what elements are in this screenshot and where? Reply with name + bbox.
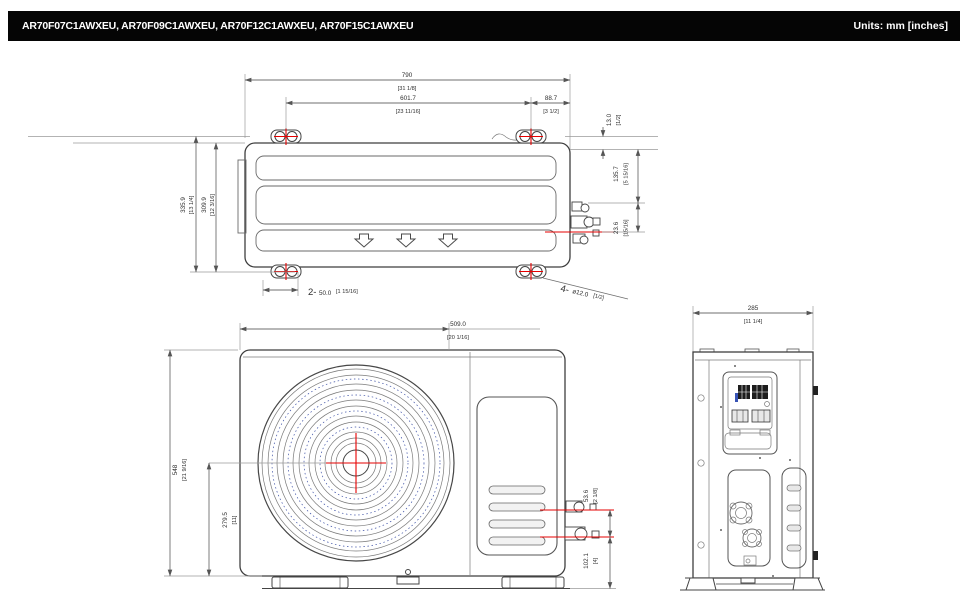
valve-assembly-top (570, 201, 601, 245)
note-slot-qty: 2- (308, 287, 316, 298)
dim-fan-in: [20 1/16] (447, 335, 469, 341)
mounting-feet (270, 128, 547, 280)
top-view: 790 [31 1/8] 601.7 [23 11/16] 88.7 [3 1/… (28, 72, 658, 302)
dim-depth-feet-mm: 309.9 (201, 197, 208, 213)
door-hinge-top (813, 386, 818, 395)
dim-overall-width-in: [31 1/8] (398, 86, 417, 92)
dim-pipe-upper-mm: 135.7 (613, 166, 620, 182)
dim-pipe-upper-in: [5 15/16] (624, 163, 630, 185)
door-hinge-bottom (813, 551, 818, 560)
screw-dots (720, 365, 791, 577)
note-hole-qty: 4- (559, 283, 570, 296)
valve-panel-side (727, 469, 771, 567)
dim-pipe-lower-mm: 23.6 (613, 221, 620, 234)
dim-depth-total-in: [13 1/4] (189, 195, 195, 214)
airflow-arrows (353, 233, 459, 248)
dim-edge-gap-in: [1/2] (616, 114, 622, 125)
fan-centerline (326, 433, 386, 493)
dim-depth-in: [11 1/4] (744, 319, 763, 325)
dim-edge-gap-mm: 13.0 (606, 113, 613, 126)
dim-fan-mm: 509.0 (450, 321, 466, 328)
terminal-blue-mark (735, 393, 738, 402)
note-slot-in: [1 15/16] (336, 289, 358, 295)
dim-depth-total-mm: 335.9 (180, 197, 187, 213)
dim-valve-gap-mm: 53.6 (583, 489, 590, 502)
dim-fan-center-in: [11] (232, 515, 238, 524)
side-cabinet (692, 348, 818, 579)
dim-side-offset-mm: 88.7 (545, 95, 558, 102)
units-label: Units: mm [inches] (853, 20, 948, 32)
valve-assembly-front (564, 500, 600, 541)
dim-pipe-lower-in: [15/16] (624, 219, 630, 237)
dim-side-offset-in: [3 1/2] (543, 109, 559, 115)
note-hole-mm: ø12.0 (572, 288, 590, 299)
note-hole-in: [1/2] (593, 293, 605, 302)
dim-depth-mm: 285 (748, 305, 759, 312)
front-base (262, 569, 570, 589)
dim-feet-span-mm: 601.7 (400, 95, 416, 102)
dim-valve-base-mm: 102.1 (583, 553, 590, 569)
dim-depth-feet-in: [12 3/16] (210, 194, 216, 216)
note-slot-mm: 50.0 (319, 290, 332, 297)
side-base (680, 577, 825, 591)
dim-overall-width-mm: 790 (402, 72, 413, 79)
dim-valve-base-in: [4] (593, 557, 599, 564)
fan-grille (209, 364, 455, 562)
dim-valve-gap-in: [2 1/8] (593, 488, 599, 504)
dim-height-mm: 548 (172, 464, 179, 475)
side-view: 285 [11 1/4] (680, 305, 825, 591)
dim-fan-center-mm: 279.5 (222, 512, 229, 528)
front-side-panel (476, 396, 558, 556)
front-view: 509.0 [20 1/16] 548 [21 9/16] 279.5 [11]… (164, 321, 616, 589)
model-numbers: AR70F07C1AWXEU, AR70F09C1AWXEU, AR70F12C… (22, 20, 414, 32)
electrical-box (722, 371, 778, 455)
dim-feet-span-in: [23 11/16] (396, 109, 421, 115)
foot-centerlines (274, 128, 543, 280)
side-vent-panel (781, 467, 807, 569)
top-view-cabinet (237, 133, 571, 268)
header-bar: AR70F07C1AWXEU, AR70F09C1AWXEU, AR70F12C… (8, 11, 960, 41)
dim-height-in: [21 9/16] (182, 459, 188, 481)
